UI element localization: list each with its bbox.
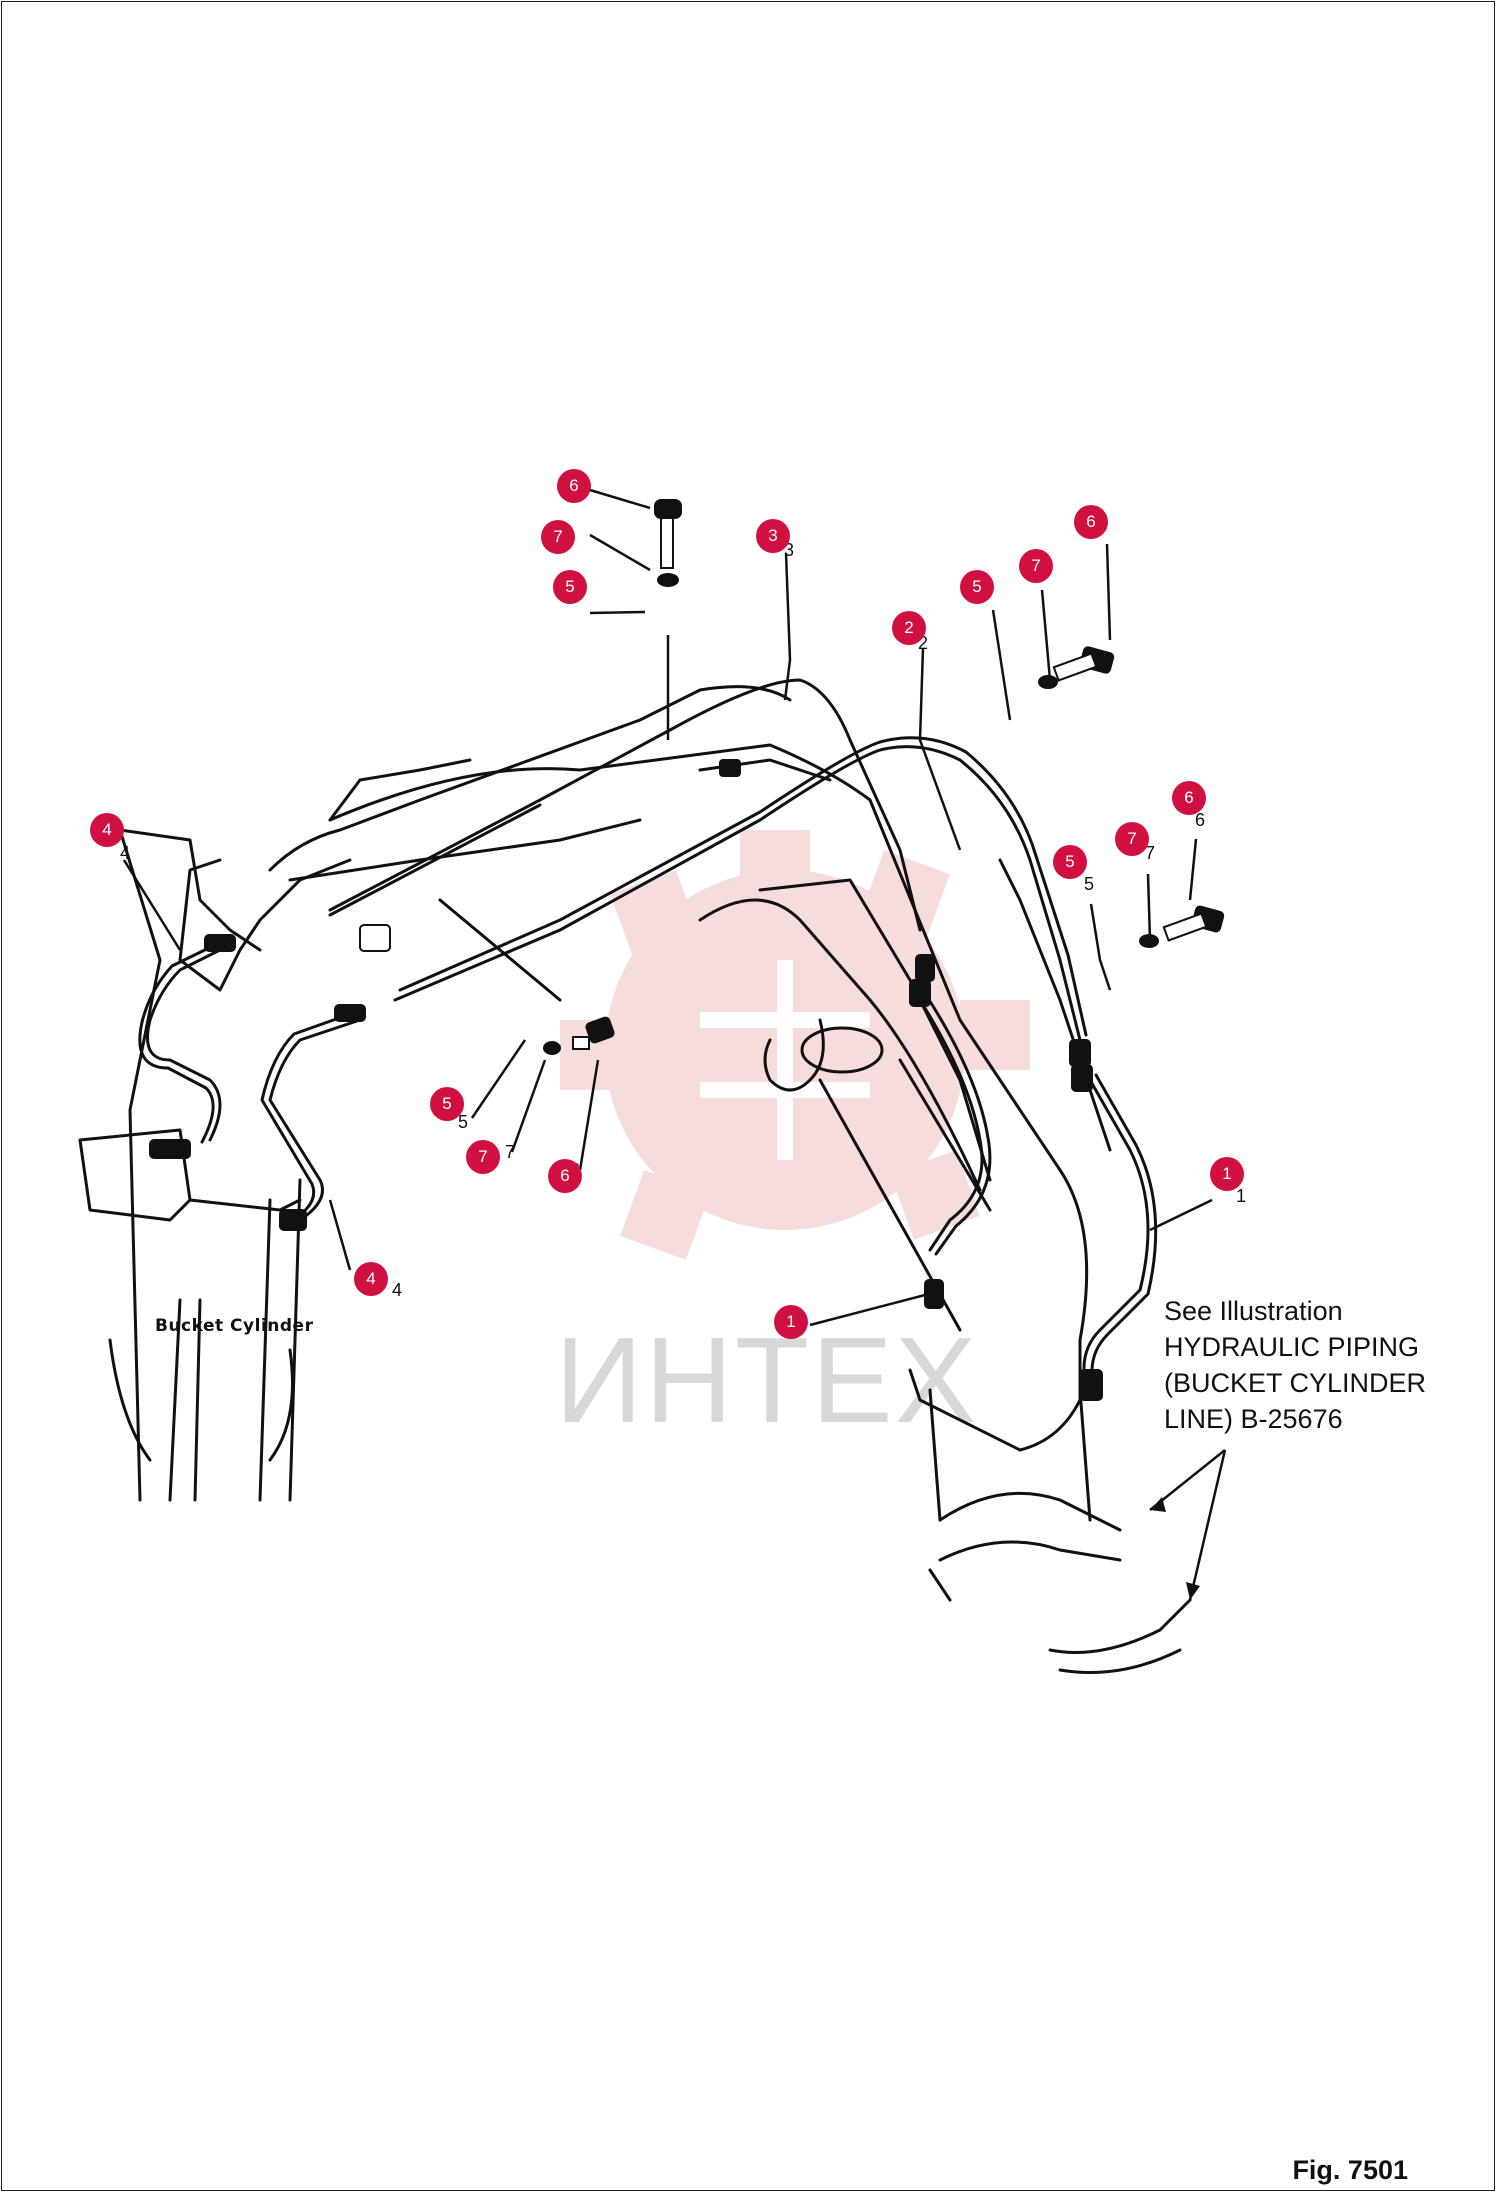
reference-note: See Illustration HYDRAULIC PIPING (BUCKE… (1164, 1293, 1426, 1437)
callout-badge[interactable]: 5 (1053, 845, 1087, 879)
callout-badge[interactable]: 5 (960, 570, 994, 604)
reference-note-line: HYDRAULIC PIPING (1164, 1332, 1420, 1362)
bucket-cylinder-label: Bucket Cylinder (155, 1316, 314, 1336)
callout-badge[interactable]: 2 (892, 611, 926, 645)
callout-badge[interactable]: 5 (553, 570, 587, 604)
numeral: 4 (392, 1280, 403, 1300)
numeral: 5 (1084, 874, 1095, 894)
watermark-logo (560, 830, 1030, 1260)
callout-badge[interactable]: 4 (90, 813, 124, 847)
callout-badge[interactable]: 3 (756, 519, 790, 553)
numeral: 4 (120, 843, 131, 863)
callout-badge[interactable]: 6 (1172, 781, 1206, 815)
reference-note-line: See Illustration (1164, 1296, 1343, 1326)
callout-badge[interactable]: 1 (774, 1305, 808, 1339)
callout-badge[interactable]: 1 (1210, 1157, 1244, 1191)
callout-badge[interactable]: 5 (430, 1087, 464, 1121)
callout-badge[interactable]: 7 (1115, 822, 1149, 856)
callout-badge[interactable]: 6 (548, 1159, 582, 1193)
numeral: 6 (1195, 810, 1206, 830)
callout-badge[interactable]: 6 (1074, 505, 1108, 539)
callout-badge[interactable]: 7 (541, 520, 575, 554)
callout-badge[interactable]: 6 (557, 469, 591, 503)
numeral: 5 (458, 1112, 469, 1132)
numeral: 2 (918, 633, 929, 653)
reference-note-line: (BUCKET CYLINDER (1164, 1368, 1427, 1398)
numeral: 3 (784, 540, 795, 560)
callout-badge[interactable]: 7 (466, 1140, 500, 1174)
numeral: 1 (1236, 1186, 1247, 1206)
figure-label: Fig. 7501 (1292, 2155, 1408, 2185)
watermark-text: ИНТЕХ (555, 1312, 979, 1448)
numeral: 7 (505, 1142, 516, 1162)
numeral: 7 (1145, 843, 1156, 863)
hydraulic-lines (138, 678, 1158, 1384)
reference-note-line: LINE) B-25676 (1164, 1404, 1343, 1434)
leader-lines (122, 488, 1227, 1601)
arm-structure (78, 685, 1192, 1674)
fittings (149, 499, 1225, 1401)
callout-badge[interactable]: 7 (1019, 549, 1053, 583)
callout-badge[interactable]: 4 (354, 1262, 388, 1296)
